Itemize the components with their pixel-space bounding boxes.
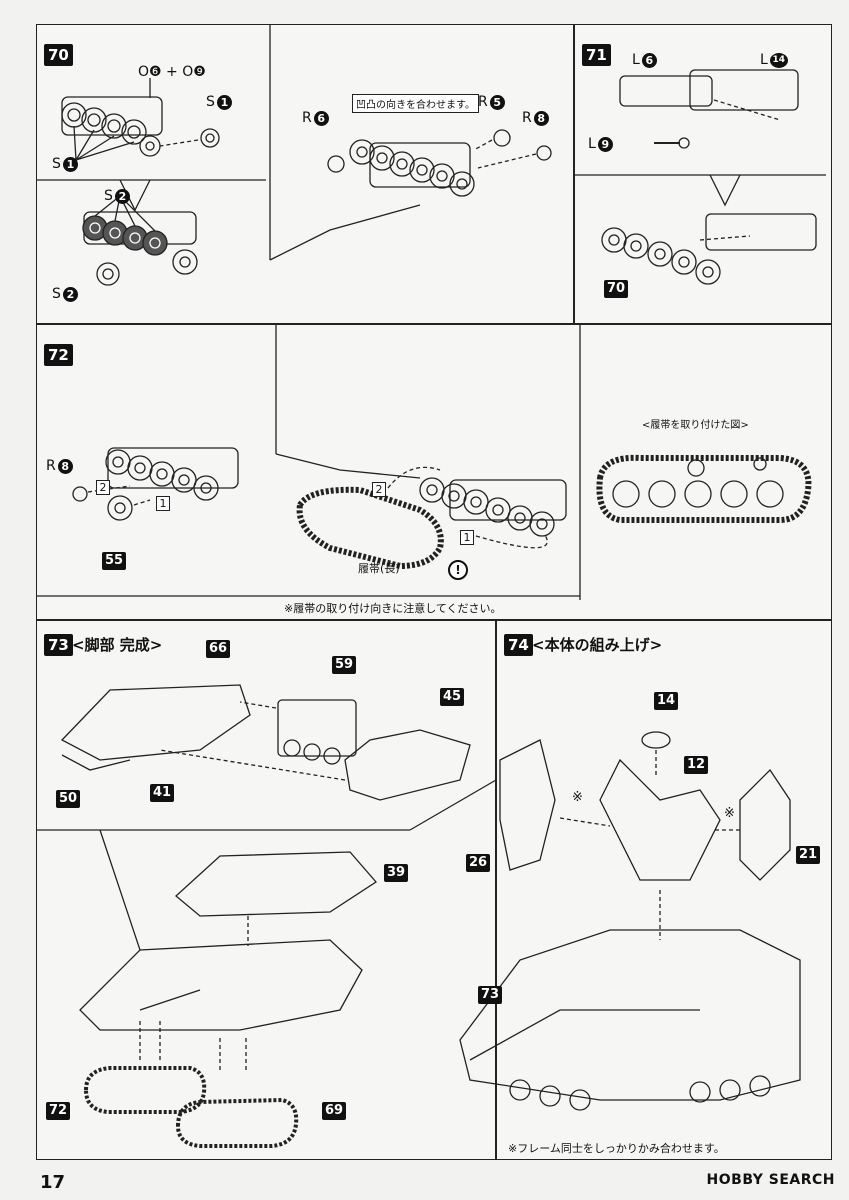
- part-tag-55: 55: [102, 552, 127, 570]
- label-r5-letter: R: [478, 94, 488, 110]
- circled-number: 14: [769, 52, 788, 68]
- wheel-carriage-part: [61, 96, 163, 157]
- part-tag-21: 21: [796, 846, 821, 864]
- part-tag-72: 72: [46, 1102, 71, 1120]
- step-number-70: 70: [44, 44, 73, 66]
- alignment-callout: 凹凸の向きを合わせます。: [352, 94, 479, 113]
- track-long-label: 履帯(長): [358, 562, 400, 575]
- caution-icon: !: [448, 560, 468, 580]
- label-s2-left-letter: S: [52, 286, 61, 302]
- circled-number: 1: [62, 156, 78, 172]
- part-tag-41: 41: [150, 784, 175, 802]
- label-s1-top-letter: S: [206, 94, 215, 110]
- track-long-part: [296, 486, 444, 570]
- step-74-panel: [496, 620, 832, 1160]
- mesh-mark-right: ※: [724, 806, 735, 821]
- part-tag-73: 73: [478, 986, 503, 1004]
- label-l14-letter: L: [760, 52, 768, 68]
- circled-number: 6: [313, 110, 329, 126]
- circled-number: 8: [533, 110, 549, 126]
- label-s2-top-letter: S: [104, 188, 113, 204]
- part-tag-70: 70: [604, 280, 629, 298]
- circled-number: 6: [641, 52, 657, 68]
- order-box-2: 2: [96, 480, 110, 495]
- part-tag-26: 26: [466, 854, 491, 872]
- part-tag-50: 50: [56, 790, 81, 808]
- label-r6-letter: R: [302, 110, 312, 126]
- part-tag-45: 45: [440, 688, 465, 706]
- step-number-71: 71: [582, 44, 611, 66]
- track-mounted-title: <履帯を取り付けた図>: [642, 420, 749, 431]
- part-tag-59: 59: [332, 656, 357, 674]
- circled-number: 8: [57, 458, 73, 474]
- circled-number: 2: [114, 188, 130, 204]
- label-o6-o9-text: O❻ + O❾: [138, 64, 206, 80]
- circled-number: 1: [216, 94, 232, 110]
- label-o6-o9: O❻ + O❾: [138, 64, 206, 80]
- order-box-1: 1: [156, 496, 170, 511]
- part-tag-69: 69: [322, 1102, 347, 1120]
- order-box-1-track: 1: [460, 530, 474, 545]
- label-r8-letter: R: [522, 110, 532, 126]
- label-l9-letter: L: [588, 136, 596, 152]
- brand-watermark: HOBBY SEARCH: [706, 1172, 835, 1188]
- page-number: 17: [40, 1172, 66, 1193]
- frame-mesh-note: ※フレーム同士をしっかりかみ合わせます。: [508, 1142, 725, 1155]
- circled-number: 9: [597, 136, 613, 152]
- circled-number: 5: [489, 94, 505, 110]
- step-74-title: <本体の組み上げ>: [532, 636, 663, 654]
- label-s1-left-letter: S: [52, 156, 61, 172]
- step-number-74: 74: [504, 634, 533, 656]
- circled-number: 2: [62, 286, 78, 302]
- order-box-2-track: 2: [372, 482, 386, 497]
- part-tag-14: 14: [654, 692, 679, 710]
- part-tag-66: 66: [206, 640, 231, 658]
- track-mounted-inset: [596, 454, 812, 523]
- step-number-73: 73: [44, 634, 73, 656]
- label-l6-letter: L: [632, 52, 640, 68]
- step-72-panel: [36, 324, 832, 620]
- part-tag-12: 12: [684, 756, 709, 774]
- mesh-mark-left: ※: [572, 790, 583, 805]
- label-r8-72-letter: R: [46, 458, 56, 474]
- step-73-title: <脚部 完成>: [72, 636, 163, 654]
- part-tag-39: 39: [384, 864, 409, 882]
- track-orientation-note: ※履帯の取り付け向きに注意してください。: [284, 602, 502, 615]
- step-73-panel: [36, 620, 496, 1160]
- step-70-panel: [36, 24, 574, 324]
- step-number-72: 72: [44, 344, 73, 366]
